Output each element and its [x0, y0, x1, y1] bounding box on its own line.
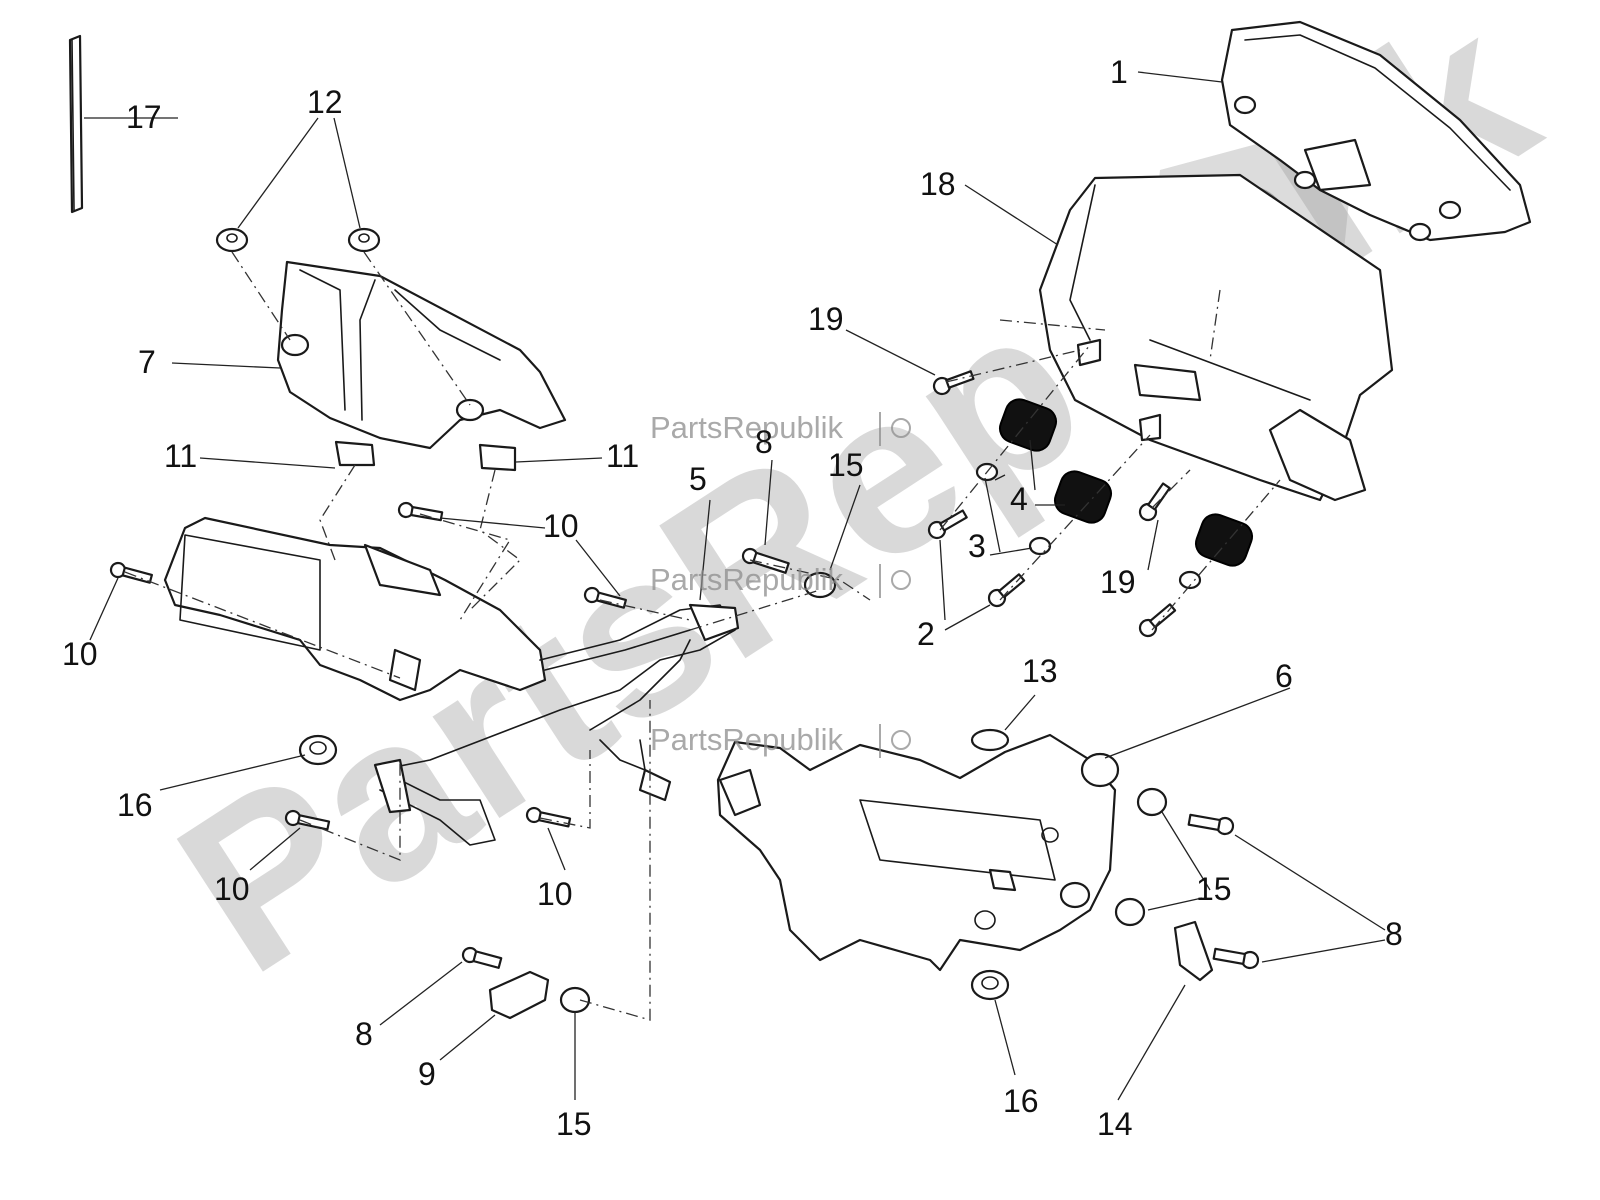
- callout-10a: 10: [543, 508, 579, 544]
- callout-6: 6: [1275, 658, 1293, 694]
- part-1-cluster: [1220, 20, 1532, 242]
- callout-1: 1: [1110, 54, 1128, 90]
- gear-icon: [879, 412, 911, 758]
- part-12-screws: [215, 227, 381, 253]
- watermark-small-group: PartsRepublik PartsRepublik PartsRepubli…: [650, 410, 911, 758]
- callout-16a: 16: [117, 787, 153, 823]
- part-10-screws: [109, 501, 627, 831]
- callout-9: 9: [418, 1056, 436, 1092]
- callout-19a: 19: [808, 301, 844, 337]
- callout-10c: 10: [214, 871, 250, 907]
- callout-11a: 11: [164, 438, 197, 474]
- part-5-bracket: [163, 516, 740, 846]
- part-11-clips: [334, 440, 517, 472]
- callout-10d: 10: [537, 876, 573, 912]
- part-16-grommets: [298, 734, 1010, 1001]
- watermark-small-text-2: PartsRepublik: [650, 562, 843, 597]
- callout-8a: 8: [755, 424, 773, 460]
- callout-5: 5: [689, 461, 707, 497]
- callout-labels: 1 18 19 17 12 7 11 11 10 10 5 8 15 4 3 2…: [62, 54, 1403, 1142]
- callout-12: 12: [307, 84, 343, 120]
- part-17-strip: [68, 34, 84, 214]
- callout-2: 2: [917, 616, 935, 652]
- part-4-dampers: [998, 398, 1254, 567]
- callout-7: 7: [138, 344, 156, 380]
- callout-16b: 16: [1003, 1083, 1039, 1119]
- part-8-9-15-lower-left: [461, 946, 591, 1020]
- assembly-lines: [124, 251, 1281, 1021]
- callout-18: 18: [920, 166, 956, 202]
- callout-19b: 19: [1100, 564, 1136, 600]
- part-15-8-14-lower-right: [1114, 787, 1260, 982]
- callout-8b: 8: [1385, 916, 1403, 952]
- watermark-small-text-3: PartsRepublik: [650, 722, 843, 757]
- callout-3: 3: [968, 528, 986, 564]
- callout-15c: 15: [556, 1106, 592, 1142]
- part-6-bracket: [716, 733, 1120, 972]
- callout-15a: 15: [828, 447, 864, 483]
- part-7-cover: [276, 260, 567, 450]
- callout-14: 14: [1097, 1106, 1133, 1142]
- part-18-housing: [1038, 173, 1394, 502]
- callout-10b: 10: [62, 636, 98, 672]
- callout-4: 4: [1010, 481, 1028, 517]
- watermark-small-text-1: PartsRepublik: [650, 410, 843, 445]
- callout-17: 17: [126, 99, 162, 135]
- callout-11b: 11: [606, 438, 639, 474]
- leader-lines: [84, 71, 1386, 1101]
- part-13-cap: [970, 728, 1010, 752]
- callout-13: 13: [1022, 653, 1058, 689]
- callout-8c: 8: [355, 1016, 373, 1052]
- part-15-upper-center: [741, 547, 837, 599]
- callout-15b: 15: [1196, 871, 1232, 907]
